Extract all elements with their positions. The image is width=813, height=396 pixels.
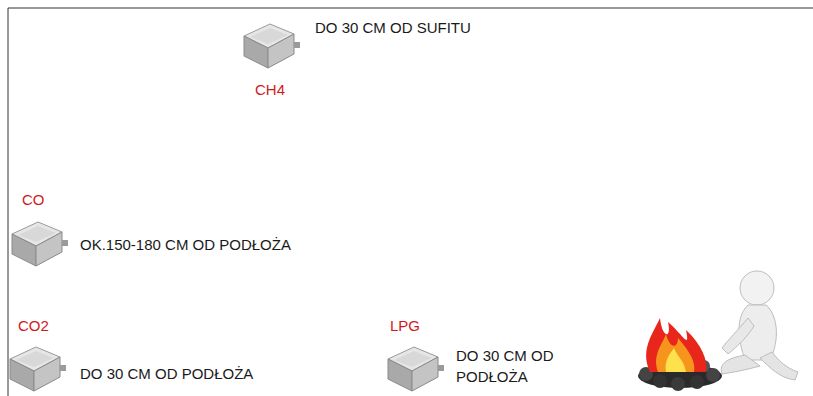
- detector-icon: [12, 222, 68, 266]
- campfire: [638, 318, 722, 391]
- gas-name: CO: [22, 190, 45, 209]
- gas-name: CH4: [255, 80, 285, 99]
- detector-icon: [388, 347, 444, 391]
- detector-icon: [10, 347, 66, 391]
- detector-icon: [244, 24, 300, 68]
- placement-note: DO 30 CM OD SUFITU: [315, 18, 471, 37]
- sitting-person: [721, 271, 798, 380]
- gas-name: LPG: [390, 316, 420, 335]
- placement-note: DO 30 CM OD PODŁOŻA: [80, 364, 253, 383]
- placement-note: OK.150-180 CM OD PODŁOŻA: [80, 235, 291, 254]
- placement-note: DO 30 CM OD PODŁOŻA: [456, 345, 560, 387]
- gas-name: CO2: [18, 316, 49, 335]
- frame: [8, 8, 813, 396]
